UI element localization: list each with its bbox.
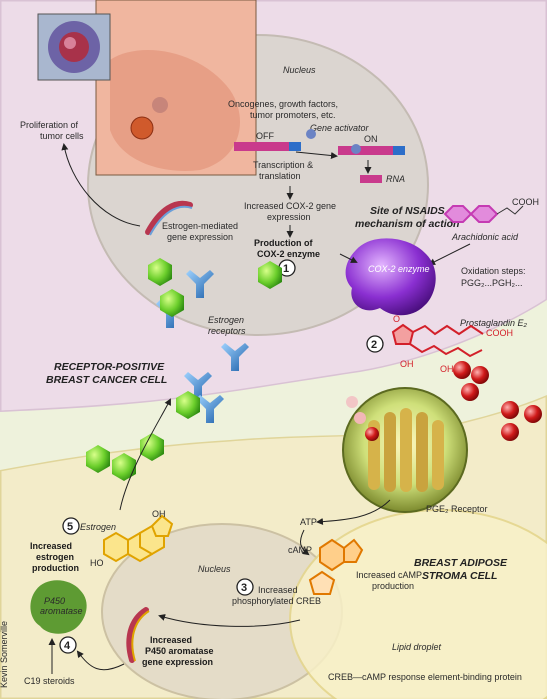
- adipose-stroma-label-2: STROMA CELL: [422, 570, 497, 582]
- breast-inset-image: [37, 0, 257, 176]
- gene-activator-label: Gene activator: [310, 123, 370, 133]
- increased-phospho-creb-label-1: Increased: [258, 585, 298, 595]
- svg-text:2: 2: [371, 339, 377, 351]
- camp-molecule: [308, 538, 364, 595]
- nucleus-label-bottom: Nucleus: [198, 564, 231, 574]
- production-cox2-label-2: COX-2 enzyme: [257, 249, 320, 259]
- increased-camp-label-1: Increased cAMP: [356, 570, 422, 580]
- increased-phospho-creb-label-2: phosphorylated CREB: [232, 596, 321, 606]
- ho-label: HO: [90, 558, 104, 568]
- increased-p450-label-1: Increased: [150, 635, 192, 645]
- arachidonic-acid-molecule: [443, 205, 524, 223]
- transcription-label-2: translation: [259, 171, 301, 181]
- estrogen-gene-strand: [145, 200, 193, 235]
- increased-p450-label-3: gene expression: [142, 657, 213, 667]
- c19-steroids-label: C19 steroids: [24, 676, 75, 686]
- increased-cox2-label-2: expression: [267, 212, 311, 222]
- increased-estrogen-label-2: estrogen: [36, 552, 74, 562]
- cox2-enzyme: [345, 238, 436, 316]
- nucleus-label-top: Nucleus: [283, 65, 316, 75]
- oxidation-steps-label-1: Oxidation steps:: [461, 266, 526, 276]
- cox2-enzyme-label: COX-2 enzyme: [368, 264, 430, 274]
- estrogen-gene-expr-label-1: Estrogen-mediated: [162, 221, 238, 231]
- increased-camp-label-2: production: [372, 581, 414, 591]
- step-marker-2: 2: [366, 335, 384, 353]
- o-label: O: [393, 314, 400, 324]
- increased-cox2-label-1: Increased COX-2 gene: [244, 201, 336, 211]
- atp-label: ATP: [300, 517, 317, 527]
- arachidonic-acid-label: Arachidonic acid: [451, 232, 519, 242]
- rna-label: RNA: [386, 174, 405, 184]
- step-marker-3: 3: [236, 578, 254, 596]
- proliferation-label-2: tumor cells: [40, 131, 84, 141]
- pge2-receptor-label: PGE₂ Receptor: [426, 504, 488, 514]
- aromatase-gene-strand: [126, 607, 149, 663]
- oncogenes-label-1: Oncogenes, growth factors,: [228, 99, 338, 109]
- p450-aromatase-enzyme: [30, 580, 87, 634]
- p450-label-1: P450: [44, 596, 65, 606]
- on-label: ON: [364, 134, 378, 144]
- estrogen-hexagons: [86, 258, 282, 481]
- creb-footnote: CREB—cAMP response element-binding prote…: [328, 672, 522, 682]
- receptor-positive-label-2: BREAST CANCER CELL: [46, 374, 167, 386]
- estrogen-molecule: [103, 514, 174, 563]
- nsaids-site-label-2: mechanism of action: [355, 218, 459, 230]
- pge2-receptor: [342, 387, 468, 513]
- pge2-spheres: [453, 361, 542, 441]
- camp-label: cAMP: [288, 545, 312, 555]
- lipid-droplet-label: Lipid droplet: [392, 642, 442, 652]
- p450-label-2: aromatase: [40, 606, 83, 616]
- adipose-stroma-label-1: BREAST ADIPOSE: [414, 557, 508, 569]
- oh-label-3: OH: [152, 509, 166, 519]
- off-label: OFF: [256, 131, 274, 141]
- estrogen-gene-expr-label-2: gene expression: [167, 232, 233, 242]
- transcription-label-1: Transcription &: [253, 160, 313, 170]
- estrogen-receptors-label-1: Estrogen: [208, 315, 244, 325]
- svg-text:3: 3: [241, 582, 247, 594]
- oh-label-1: OH: [400, 359, 414, 369]
- increased-estrogen-label-1: Increased: [30, 541, 72, 551]
- cooh-label-pge2: COOH: [486, 328, 513, 338]
- proliferation-label-1: Proliferation of: [20, 120, 79, 130]
- svg-text:5: 5: [67, 521, 73, 533]
- artist-credit: Kevin Somerville: [0, 621, 9, 688]
- prostaglandin-label: Prostaglandin E₂: [460, 318, 528, 328]
- oh-label-2: OH: [440, 364, 454, 374]
- nsaids-site-label-1: Site of NSAIDS: [370, 205, 445, 217]
- increased-p450-label-2: P450 aromatase: [145, 646, 214, 656]
- gene-switch: [234, 129, 405, 183]
- oncogenes-label-2: tumor promoters, etc.: [250, 110, 336, 120]
- svg-text:4: 4: [64, 640, 71, 652]
- increased-estrogen-label-3: production: [32, 563, 79, 573]
- estrogen-receptors-label-2: receptors: [208, 326, 246, 336]
- cooh-label-top: COOH: [512, 197, 539, 207]
- pge2-molecule: [391, 323, 484, 358]
- estrogen-label: Estrogen: [80, 522, 116, 532]
- step-marker-5: 5: [62, 517, 80, 535]
- production-cox2-label-1: Production of: [254, 238, 313, 248]
- step-marker-4: 4: [59, 636, 77, 654]
- svg-text:1: 1: [283, 263, 289, 275]
- receptor-positive-label-1: RECEPTOR-POSITIVE: [54, 361, 165, 373]
- oxidation-steps-label-2: PGG₂...PGH₂...: [461, 278, 523, 288]
